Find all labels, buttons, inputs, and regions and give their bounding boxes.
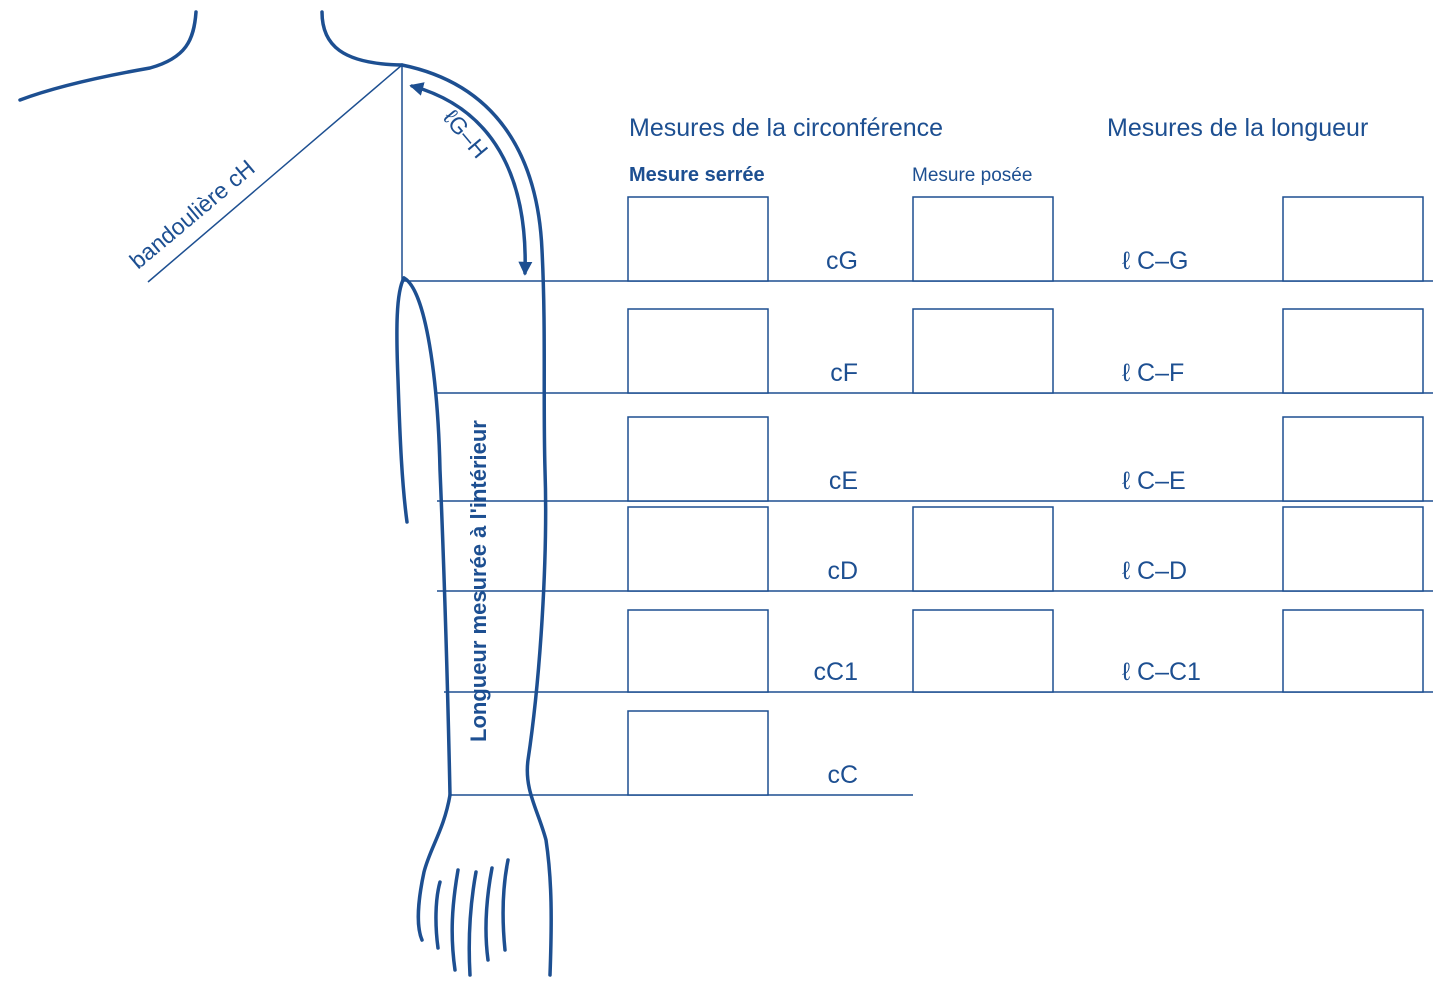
length-measure-box[interactable]: [1282, 416, 1424, 502]
loose-measure-box[interactable]: [912, 196, 1054, 282]
loose-measure-box[interactable]: [912, 609, 1054, 693]
inner-length-label: Longueur mesurée à l'intérieur: [466, 420, 491, 742]
circumference-label: cG: [826, 247, 858, 275]
length-gh-label: ℓG–H: [438, 105, 493, 164]
tight-measure-box[interactable]: [627, 609, 769, 693]
tight-measure-box[interactable]: [627, 506, 769, 592]
length-label: ℓ C–C1: [1122, 658, 1201, 686]
tight-measure-box[interactable]: [627, 196, 769, 282]
tight-measure-box[interactable]: [627, 710, 769, 796]
shoulder-strap-line: [147, 64, 403, 283]
neck-right-contour: [320, 10, 404, 67]
circumference-label: cE: [829, 467, 858, 495]
circumference-label: cC: [827, 761, 858, 789]
length-label: ℓ C–E: [1122, 467, 1186, 495]
armpit-contour: [395, 276, 409, 524]
tight-measure-box[interactable]: [627, 416, 769, 502]
circumference-label: cC1: [814, 658, 858, 686]
tight-measure-box[interactable]: [627, 308, 769, 394]
length-measure-box[interactable]: [1282, 308, 1424, 394]
length-label: ℓ C–F: [1122, 359, 1184, 387]
circumference-header: Mesures de la circonférence: [629, 114, 943, 142]
loose-measure-box[interactable]: [912, 506, 1054, 592]
neck-left-contour: [18, 10, 198, 102]
arm-inner-contour: [402, 276, 452, 797]
circumference-label: cF: [830, 359, 858, 387]
loose-measure-header: Mesure posée: [912, 165, 1032, 186]
loose-measure-box[interactable]: [912, 308, 1054, 394]
length-measure-box[interactable]: [1282, 506, 1424, 592]
hand-contour: [416, 793, 510, 977]
tight-measure-header: Mesure serrée: [629, 164, 765, 186]
length-measure-box[interactable]: [1282, 609, 1424, 693]
length-gh-arrow: [409, 82, 533, 276]
length-header: Mesures de la longueur: [1107, 114, 1368, 142]
length-label: ℓ C–D: [1122, 557, 1187, 585]
length-label: ℓ C–G: [1122, 247, 1188, 275]
circumference-label: cD: [827, 557, 858, 585]
shoulder-strap-label: bandoulière cH: [125, 154, 260, 273]
length-measure-box[interactable]: [1282, 196, 1424, 282]
measurement-rows: cG ℓ C–G cF ℓ C–F cE ℓ C–E cD ℓ C–D cC1 ℓ C–C1 cC: [402, 196, 1433, 796]
